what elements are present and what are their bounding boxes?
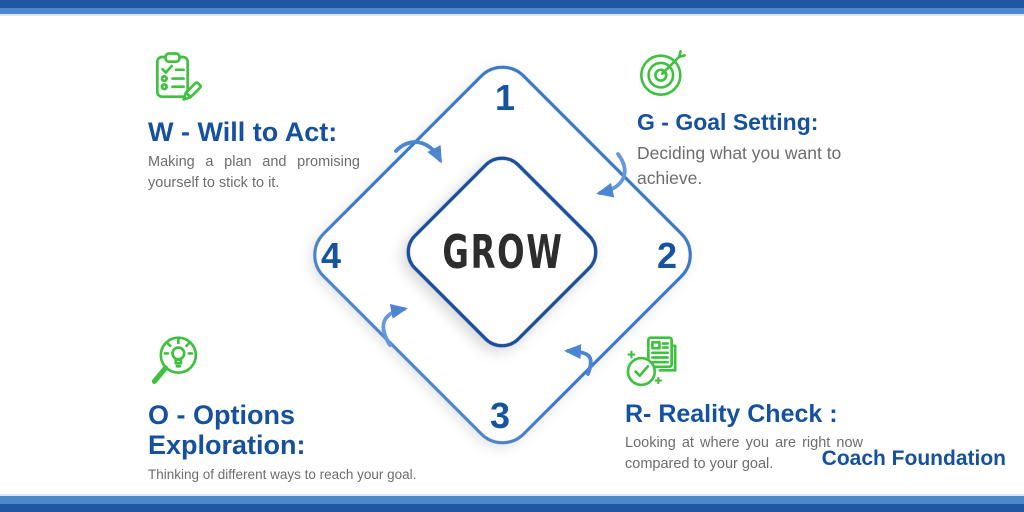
target-icon [637, 47, 889, 104]
step-number-1: 1 [494, 77, 516, 118]
options-heading: O - Options Exploration: [148, 400, 306, 461]
top-banner-dark-bar [0, 0, 1024, 8]
goal-description: Deciding what you want to achieve. [637, 142, 842, 189]
top-banner-light-bar [0, 8, 1024, 14]
section-will-to-act: W - Will to Act: Making a plan and promi… [148, 50, 363, 194]
bottom-banner-dark-bar [0, 504, 1024, 512]
reality-description: Looking at where you are right now compa… [625, 435, 863, 473]
grow-center-label: GROW [442, 225, 564, 279]
bottom-banner-pale-line [0, 494, 1024, 496]
flow-arrow-top-left [394, 140, 442, 164]
reality-heading: R- Reality Check : [625, 400, 838, 428]
flow-arrow-top-right [596, 152, 627, 198]
section-goal-setting: G - Goal Setting: Deciding what you want… [637, 47, 889, 192]
brand-label: Coach Foundation [821, 447, 1006, 470]
magnifier-bulb-icon [148, 333, 448, 394]
bottom-banner-light-bar [0, 496, 1024, 504]
check-document-icon [625, 333, 870, 394]
section-reality-check: R- Reality Check : Looking at where you … [625, 333, 870, 475]
top-banner-pale-line [0, 14, 1024, 16]
step-number-2: 2 [656, 235, 678, 276]
section-options-exploration: O - Options Exploration: Thinking of dif… [148, 333, 448, 485]
flow-arrow-bottom-left [381, 303, 408, 347]
will-description: Making a plan and promising yourself to … [148, 154, 360, 192]
clipboard-pencil-icon [148, 50, 363, 111]
step-number-3: 3 [489, 395, 511, 436]
goal-heading: G - Goal Setting: [637, 109, 819, 135]
options-description: Thinking of different ways to reach your… [148, 467, 417, 483]
flow-arrow-bottom-right [564, 344, 593, 376]
will-heading: W - Will to Act: [148, 117, 338, 147]
inner-diamond [406, 156, 598, 348]
step-number-4: 4 [320, 235, 342, 276]
